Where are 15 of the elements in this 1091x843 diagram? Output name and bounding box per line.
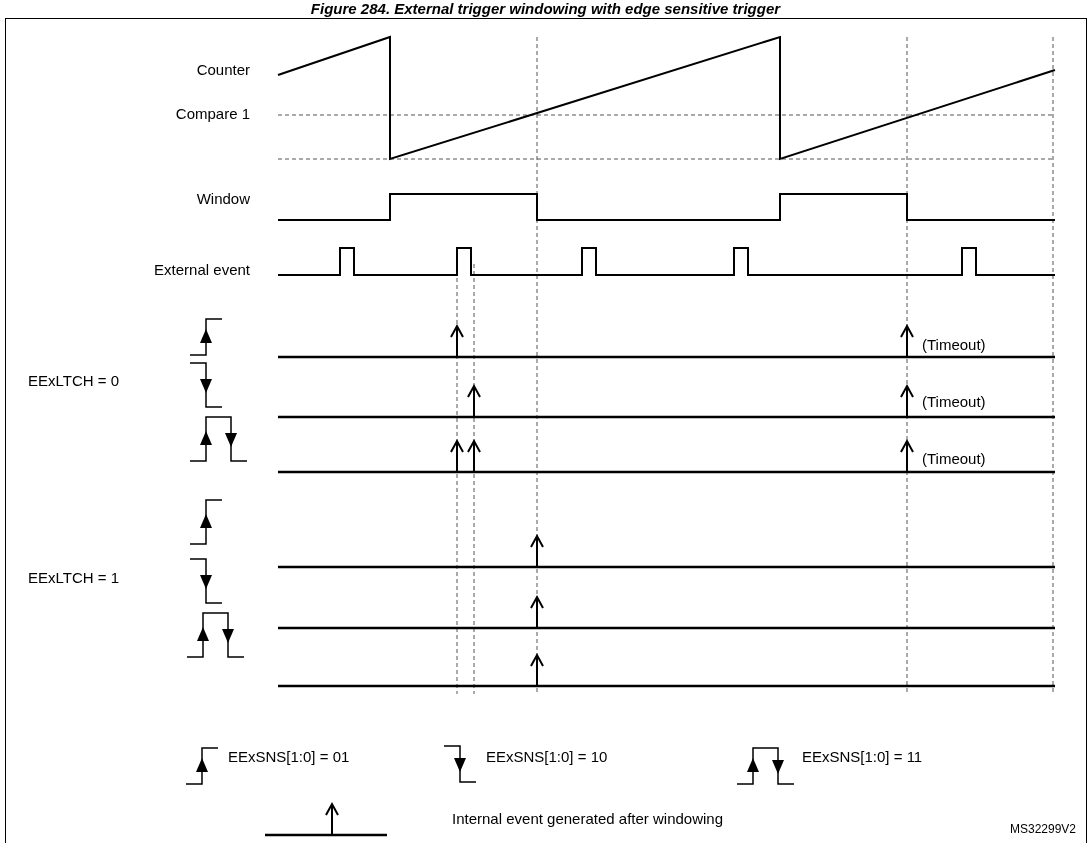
signal-label: External event <box>154 261 250 279</box>
signal-label: Compare 1 <box>175 105 250 123</box>
signal-label: Window <box>196 190 250 208</box>
signal-label: (Timeout) <box>922 336 986 354</box>
figure-code: MS32299V2 <box>1010 821 1077 838</box>
legend-text: EExSNS[1:0] = 11 <box>802 748 923 766</box>
signal-label: EExLTCH = 1 <box>28 569 119 587</box>
legend-text: Internal event generated after windowing <box>452 810 723 828</box>
legend-text: EExSNS[1:0] = 10 <box>486 748 608 766</box>
signal-label: EExLTCH = 0 <box>28 372 119 390</box>
signal-label: (Timeout) <box>922 450 986 468</box>
signal-label: Counter <box>196 61 250 79</box>
figure-title: Figure 284. External trigger windowing with edge sensitive trigger <box>309 0 782 18</box>
signal-label: (Timeout) <box>922 393 986 411</box>
legend-text: EExSNS[1:0] = 01 <box>228 748 350 766</box>
